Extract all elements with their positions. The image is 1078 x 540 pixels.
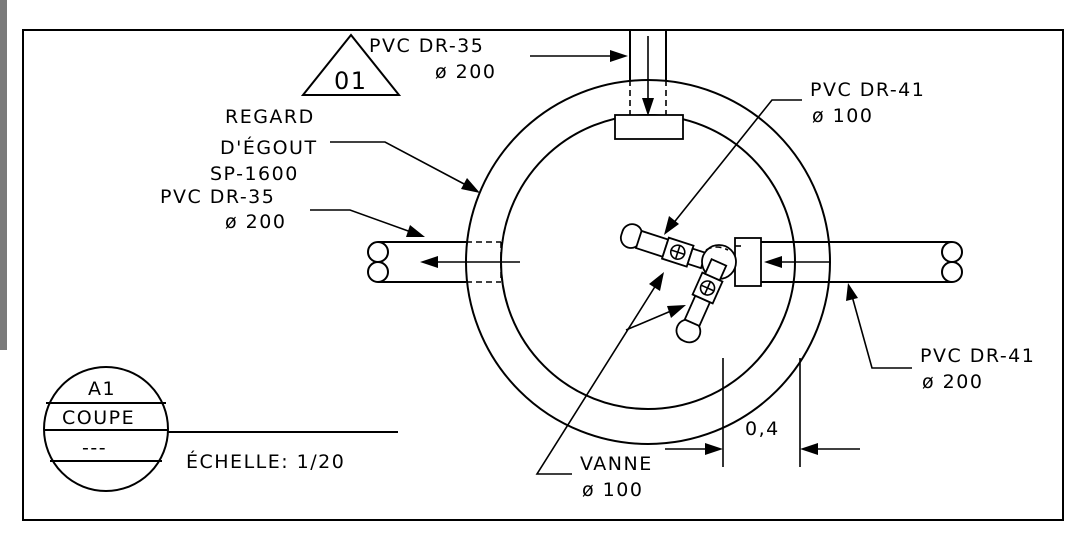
scale-label: ÉCHELLE: 1/20 [186, 450, 345, 473]
dimension-0-4 [665, 358, 860, 467]
manhole-label-line2: D'ÉGOUT [220, 136, 318, 159]
inner-pipe-leader [664, 99, 802, 235]
right-pipe-leader [846, 283, 912, 369]
right-pipe-diameter: ø 200 [922, 371, 983, 393]
manhole-leader [330, 141, 480, 193]
left-outlet-leader [310, 209, 425, 237]
section-id: A1 [88, 378, 116, 400]
top-inlet-diameter: ø 200 [435, 61, 496, 83]
left-edge-bar [0, 0, 7, 350]
section-type: COUPE [62, 407, 135, 429]
section-bubble [43, 366, 398, 492]
valve-assembly [619, 223, 737, 344]
drawing-frame [22, 29, 1064, 521]
valve-diameter: ø 100 [582, 479, 643, 501]
valve-leaders [535, 272, 686, 475]
manhole-label-line3: SP-1600 [210, 163, 299, 185]
top-inlet-pipe [614, 30, 684, 140]
right-inlet-pipe [734, 237, 963, 287]
inner-pipe-material: PVC DR-41 [810, 79, 925, 101]
manhole-label-line1: REGARD [225, 106, 315, 128]
reference-tag: 01 [334, 67, 368, 95]
left-outlet-pipe [367, 241, 520, 283]
reference-triangle [300, 33, 402, 96]
valve-label: VANNE [580, 453, 653, 475]
top-inlet-material: PVC DR-35 [369, 35, 484, 57]
inner-pipe-diameter: ø 100 [812, 105, 873, 127]
top-inlet-leader [530, 50, 628, 62]
left-outlet-diameter: ø 200 [225, 211, 286, 233]
section-sheet: --- [82, 437, 107, 459]
dimension-value: 0,4 [745, 418, 780, 440]
left-outlet-material: PVC DR-35 [160, 186, 275, 208]
right-pipe-material: PVC DR-41 [920, 345, 1035, 367]
